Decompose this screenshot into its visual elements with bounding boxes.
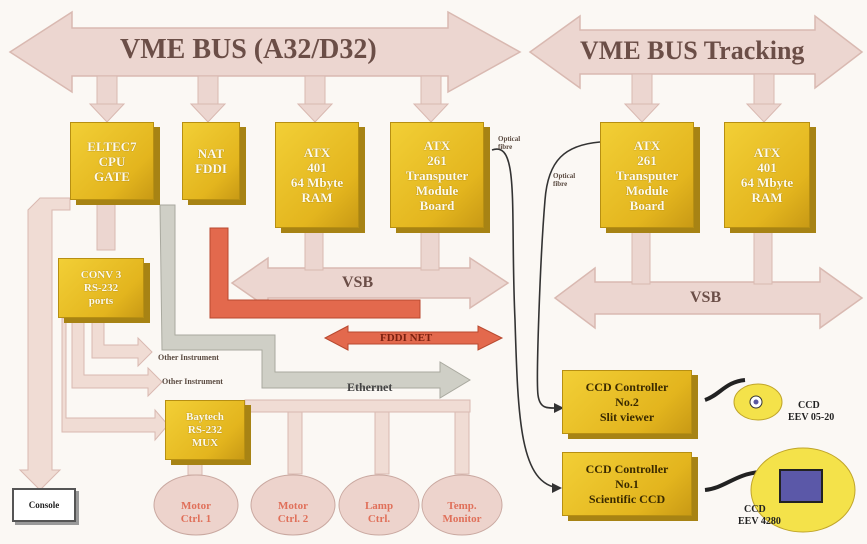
motor1-text: Motor: [181, 500, 211, 512]
motor2-label: Motor Ctrl. 2: [263, 500, 323, 526]
atx401-left-box: ATX 401 64 Mbyte RAM: [275, 122, 359, 228]
console-line: [18, 197, 71, 491]
atx261-line: Board: [629, 197, 665, 213]
device-balloons: [153, 474, 503, 536]
baytech-line: MUX: [191, 436, 219, 449]
optical-fibre-text: fibre: [553, 180, 568, 188]
conv-serial-lines: [61, 317, 169, 442]
ccd1-line: Scientific CCD: [588, 491, 666, 506]
atx261-line: ATX: [423, 137, 451, 153]
atx401-line: 64 Mbyte: [740, 175, 794, 190]
nat-fddi-box: NAT FDDI: [182, 122, 240, 200]
conv3-line: ports: [88, 294, 114, 307]
baytech-line: RS-232: [187, 423, 223, 436]
atx261-line: Board: [419, 197, 455, 213]
lamp-label: Lamp Ctrl.: [349, 500, 409, 526]
ccd-large-icon: [750, 447, 856, 533]
ccd-small-icon: [733, 383, 783, 421]
conv3-line: CONV 3: [80, 268, 122, 281]
ccd1-line: No.1: [615, 476, 639, 491]
baytech-line: Baytech: [186, 410, 224, 423]
vme-tracking-bus-arrow: [528, 14, 864, 90]
atx261-line: Module: [625, 182, 669, 198]
ethernet-label: Ethernet: [347, 380, 393, 394]
atx261-line: Transputer: [405, 167, 469, 183]
ccd2-line: CCD Controller: [585, 379, 669, 394]
ccd1-link: [704, 470, 761, 492]
console-box: Console: [12, 488, 76, 522]
motor1-text: Ctrl. 1: [180, 513, 212, 525]
temp-text: Temp.: [447, 500, 477, 512]
ccd-small-text: CCD: [798, 400, 820, 411]
atx401-line: ATX: [753, 145, 781, 160]
ethernet-line: [159, 204, 471, 399]
vme-bus-label: VME BUS (A32/D32): [120, 34, 377, 65]
motor1-label: Motor Ctrl. 1: [166, 500, 226, 526]
atx401-line: 64 Mbyte: [290, 175, 344, 190]
vsb-connectors: [304, 227, 773, 285]
eltec-line: CPU: [98, 153, 126, 169]
atx401-right-box: ATX 401 64 Mbyte RAM: [724, 122, 810, 228]
atx401-line: ATX: [303, 145, 331, 160]
atx401-line: 401: [307, 160, 327, 175]
baytech-mux-box: Baytech RS-232 MUX: [165, 400, 245, 460]
temp-text: Monitor: [442, 513, 482, 525]
lamp-text: Ctrl.: [367, 513, 391, 525]
conv3-line: RS-232: [83, 281, 119, 294]
other-instrument-label-1: Other Instrument: [158, 353, 219, 362]
eltec-cpu-box: ELTEC7 CPU GATE: [70, 122, 154, 200]
atx261-line: Transputer: [615, 167, 679, 183]
nat-line: FDDI: [195, 161, 227, 176]
eltec-conv-link: [96, 197, 116, 251]
vsb-left-label: VSB: [342, 274, 374, 291]
vsb-right-label: VSB: [690, 289, 722, 306]
conv3-box: CONV 3 RS-232 ports: [58, 258, 144, 318]
ccd-large-text: CCD: [744, 504, 766, 515]
optical-fibre-text: fibre: [498, 143, 513, 151]
other-instrument-label-2: Other Instrument: [162, 377, 223, 386]
ccd-controller-2-box: CCD Controller No.2 Slit viewer: [562, 370, 692, 434]
vme-connectors: [88, 73, 783, 123]
atx401-line: RAM: [301, 190, 333, 205]
ccd-small-label: CCD EEV 05-20: [788, 400, 834, 424]
motor2-text: Motor: [278, 500, 308, 512]
atx261-line: 261: [637, 152, 657, 168]
atx261-line: ATX: [633, 137, 661, 153]
fddi-line: [209, 227, 421, 319]
fddi-net-label: FDDI NET: [380, 332, 433, 344]
optical-fibre-label-1: Optical fibre: [498, 135, 520, 151]
optical-fibre-text: Optical: [498, 135, 521, 143]
temp-label: Temp. Monitor: [430, 500, 494, 526]
eltec-line: ELTEC7: [87, 138, 137, 154]
ccd-large-text: EEV 4280: [738, 516, 781, 527]
optical-fibre-2: [536, 141, 601, 409]
atx261-left-box: ATX 261 Transputer Module Board: [390, 122, 484, 228]
optical-fibre-1: [491, 148, 561, 489]
eltec-line: GATE: [94, 168, 130, 184]
ccd-small-text: EEV 05-20: [788, 412, 835, 423]
motor2-text: Ctrl. 2: [277, 513, 309, 525]
atx401-line: 401: [757, 160, 777, 175]
ccd2-line: Slit viewer: [599, 409, 655, 424]
lamp-text: Lamp: [364, 500, 394, 512]
atx261-right-box: ATX 261 Transputer Module Board: [600, 122, 694, 228]
optical-fibre-text: Optical: [553, 172, 576, 180]
ccd1-line: CCD Controller: [585, 461, 669, 476]
atx261-line: Module: [415, 182, 459, 198]
vme-tracking-label: VME BUS Tracking: [580, 36, 805, 65]
atx261-line: 261: [427, 152, 447, 168]
ccd-controller-1-box: CCD Controller No.1 Scientific CCD: [562, 452, 692, 516]
ccd2-link: [704, 378, 746, 402]
vme-bus-arrow: [8, 10, 522, 94]
nat-line: NAT: [197, 146, 225, 161]
ccd-large-label: CCD EEV 4280: [738, 504, 781, 528]
atx401-line: RAM: [751, 190, 783, 205]
ccd2-line: No.2: [615, 394, 639, 409]
fddi-net-arrow: [323, 325, 504, 351]
optical-fibre-label-2: Optical fibre: [553, 172, 575, 188]
